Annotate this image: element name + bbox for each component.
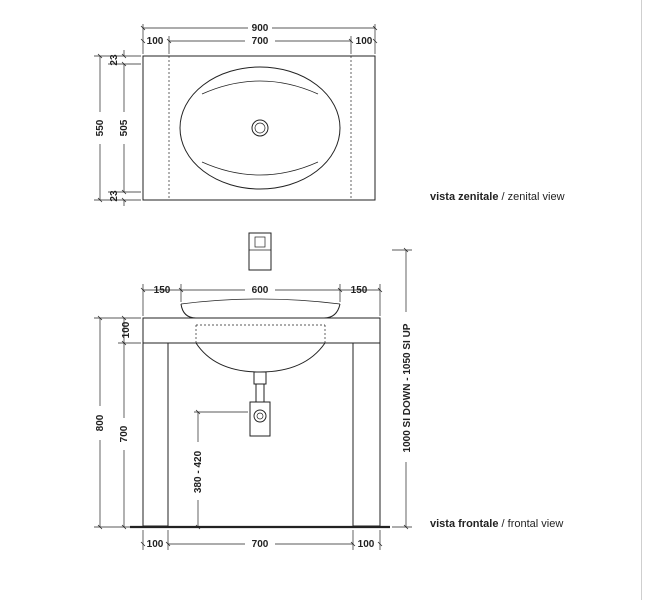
- front-bowl-rim: [180, 303, 341, 319]
- top-view-drain-outer: [251, 119, 269, 137]
- front-bottom-right: 100: [358, 539, 375, 550]
- top-view-label-regular: zenital view: [508, 191, 565, 203]
- front-drain-height: 380 - 420: [193, 450, 204, 493]
- front-bottom-left: 100: [147, 539, 164, 550]
- front-left-leg: [142, 342, 169, 527]
- front-side-left: 150: [154, 285, 171, 296]
- front-view-label: vista frontale / frontal view: [430, 518, 563, 530]
- front-countertop: [142, 317, 381, 344]
- top-view: 900 100 700 100 550 505 23: [94, 23, 378, 206]
- page-edge: [641, 0, 642, 600]
- front-overall-height: 800: [95, 414, 106, 431]
- front-bottom-center: 700: [252, 539, 269, 550]
- top-overall-depth: 550: [95, 119, 106, 136]
- top-view-label-separator: /: [498, 191, 507, 203]
- top-view-bowl-highlight-bottom: [201, 161, 319, 176]
- top-view-label: vista zenitale / zenital view: [430, 191, 565, 203]
- front-install-height: 1000 SI DOWN - 1050 SI UP: [402, 323, 413, 452]
- front-leg-height: 700: [119, 425, 130, 442]
- front-top-thickness: 100: [121, 321, 132, 338]
- front-view-label-regular: frontal view: [508, 518, 564, 530]
- top-view-outline: [142, 55, 376, 201]
- siphon-icon: [249, 371, 271, 437]
- top-side-right: 100: [356, 36, 373, 47]
- top-margin-top: 23: [109, 54, 120, 66]
- front-view-label-bold: vista frontale: [430, 518, 498, 530]
- front-view: 150 600 150 800 100 700 380 - 420: [94, 232, 413, 550]
- top-view-bowl-highlight-top: [201, 80, 319, 95]
- top-view-drain-inner: [254, 122, 266, 134]
- front-view-label-separator: /: [498, 518, 507, 530]
- faucet-icon: [248, 232, 272, 271]
- top-margin-bottom: 23: [109, 190, 120, 202]
- top-overall-width: 900: [252, 23, 269, 34]
- top-side-left: 100: [147, 36, 164, 47]
- top-inner-depth: 505: [119, 119, 130, 136]
- front-bowl-width: 600: [252, 285, 269, 296]
- top-center-width: 700: [252, 36, 269, 47]
- top-view-label-bold: vista zenitale: [430, 191, 498, 203]
- top-view-bowl: [179, 66, 341, 190]
- front-right-leg: [352, 342, 381, 527]
- front-side-right: 150: [351, 285, 368, 296]
- front-bowl-body: [195, 342, 326, 373]
